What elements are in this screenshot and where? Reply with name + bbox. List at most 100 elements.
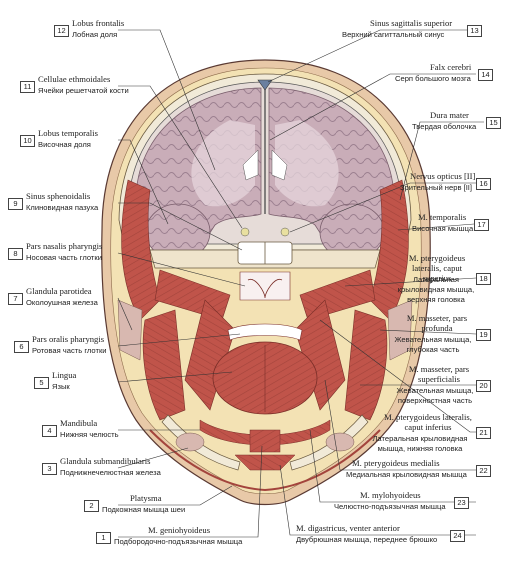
label-latin-5: Lingua: [52, 370, 77, 380]
label-number-8: 8: [8, 248, 23, 260]
leader-3: [117, 447, 189, 469]
label-latin-19: M. masseter, pars profunda: [406, 313, 468, 333]
leader-7: [117, 297, 133, 331]
label-latin-6: Pars oralis pharyngis: [32, 334, 105, 344]
label-russian-17: Височная мышца: [412, 224, 474, 233]
oropharynx: [227, 323, 303, 341]
leader-5: [117, 371, 233, 383]
submandibular-gland-right: [325, 432, 355, 452]
label-number-23: 23: [454, 497, 469, 509]
label-number-4: 4: [42, 425, 57, 437]
label-number-17: 17: [474, 219, 489, 231]
label-number-9: 9: [8, 198, 23, 210]
medial-pterygoid-right: [294, 299, 346, 411]
label-number-15: 15: [486, 117, 501, 129]
leader-11: [118, 85, 243, 229]
lateral-ventricles: [242, 149, 288, 181]
label-number-1: 1: [96, 532, 111, 544]
label-latin-23: M. mylohyoideus: [360, 490, 421, 500]
label-latin-14: Falx cerebri: [430, 62, 472, 72]
label-russian-7: Околоушная железа: [26, 298, 98, 307]
label-latin-12: Lobus frontalis: [72, 18, 125, 28]
label-russian-14: Серп большого мозга: [395, 74, 471, 83]
mylohyoid: [199, 419, 331, 446]
leader-9: [118, 202, 243, 251]
label-latin-8: Pars nasalis pharyngis: [26, 241, 103, 251]
label-russian-22: Медиальная крыловидная мышца: [346, 470, 467, 479]
label-russian-18: Латеральная крыловидная мышца, верхняя г…: [397, 275, 475, 304]
label-latin-4: Mandibula: [60, 418, 98, 428]
superior-sagittal-sinus: [257, 79, 273, 91]
parotid-gland-right: [387, 299, 413, 361]
label-russian-5: Язык: [52, 382, 70, 391]
leader-16: [289, 182, 476, 233]
label-latin-10: Lobus temporalis: [38, 128, 98, 138]
label-number-10: 10: [20, 135, 35, 147]
label-latin-17: M. temporalis: [418, 212, 467, 222]
label-russian-23: Челюстно-подъязычная мышца: [334, 502, 446, 511]
label-russian-15: Твердая оболочка: [412, 122, 477, 131]
label-latin-9: Sinus sphenoidalis: [26, 191, 91, 201]
medial-pterygoid-left: [184, 299, 236, 411]
leader-10: [118, 139, 169, 225]
parotid-gland-left: [117, 299, 143, 361]
leader-8: [117, 252, 246, 287]
label-russian-24: Двубрюшная мышца, переднее брюшко: [296, 535, 438, 544]
label-latin-15: Dura mater: [430, 110, 469, 120]
label-number-18: 18: [476, 273, 491, 285]
label-russian-20: Жевательная мышца, поверхностная часть: [396, 386, 474, 405]
label-number-20: 20: [476, 380, 491, 392]
platysma: [149, 429, 381, 492]
label-latin-3: Glandula submandibularis: [60, 456, 151, 466]
label-number-19: 19: [476, 329, 491, 341]
label-latin-22: M. pterygoideus medialis: [352, 458, 440, 468]
label-russian-9: Клиновидная пазуха: [26, 203, 99, 212]
label-number-14: 14: [478, 69, 493, 81]
label-russian-3: Поднижнечелюстная железа: [60, 468, 161, 477]
label-russian-16: Зрительный нерв [II]: [400, 183, 473, 192]
label-russian-19: Жевательная мышца, глубокая часть: [394, 335, 472, 354]
label-russian-6: Ротовая часть глотки: [32, 346, 107, 355]
label-russian-1: Подбородочно-подъязычная мышца: [114, 537, 243, 546]
leader-18: [344, 277, 477, 287]
label-number-12: 12: [54, 25, 69, 37]
optic-nerve-left: [240, 227, 250, 237]
nasopharynx: [239, 271, 291, 301]
leader-2: [118, 485, 233, 506]
label-latin-2: Platysma: [130, 493, 162, 503]
label-russian-11: Ячейки решетчатой кости: [38, 86, 129, 95]
leader-12: [118, 29, 216, 171]
label-number-5: 5: [34, 377, 49, 389]
leader-6: [117, 333, 241, 347]
leader-22: [324, 379, 476, 471]
leader-17: [397, 223, 475, 231]
label-number-22: 22: [476, 465, 491, 477]
leader-1: [118, 445, 263, 538]
label-russian-2: Подкожная мышца шеи: [102, 505, 186, 514]
leader-24: [279, 464, 476, 536]
label-russian-10: Височная доля: [38, 140, 91, 149]
label-latin-1: M. geniohyoideus: [148, 525, 211, 535]
label-russian-12: Лобная доля: [72, 30, 118, 39]
label-latin-16: Nervus opticus [II]: [410, 171, 476, 181]
label-number-11: 11: [20, 81, 35, 93]
label-russian-8: Носовая часть глотки: [26, 253, 102, 262]
label-number-2: 2: [84, 500, 99, 512]
optic-nerve-right: [280, 227, 290, 237]
geniohyoid: [249, 429, 281, 453]
leader-23: [309, 429, 476, 503]
label-latin-20: M. masseter, pars superficialis: [408, 364, 470, 384]
label-latin-21: M. pterygoideus lateralis, caput inferiu…: [384, 412, 472, 432]
label-russian-21: Латеральная крыловидная мышца, нижняя го…: [372, 434, 468, 453]
label-number-21: 21: [476, 427, 491, 439]
label-number-16: 16: [476, 178, 491, 190]
label-number-6: 6: [14, 341, 29, 353]
label-number-24: 24: [450, 530, 465, 542]
label-russian-4: Нижняя челюсть: [60, 430, 119, 439]
leader-19: [379, 329, 477, 335]
label-latin-7: Glandula parotidea: [26, 286, 92, 296]
label-latin-18: M. pterygoideus lateralis, caput superiu…: [408, 253, 466, 283]
label-latin-24: M. digastricus, venter anterior: [296, 523, 400, 533]
